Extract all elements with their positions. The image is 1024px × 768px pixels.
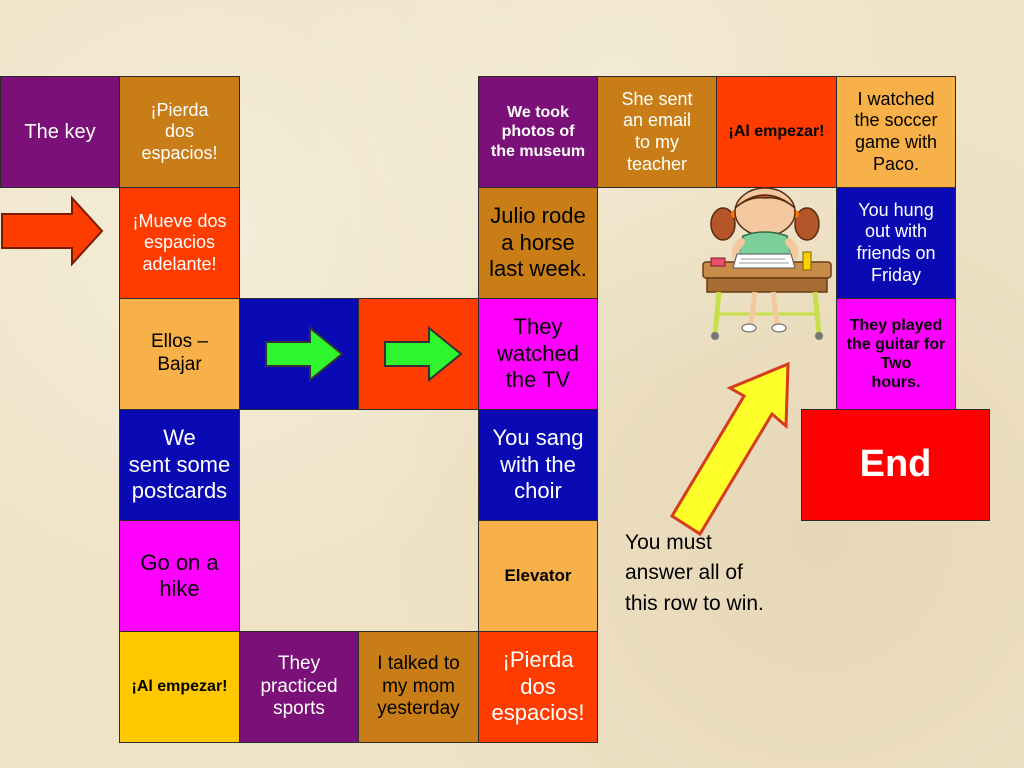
green-right-arrow-icon [265,325,344,383]
cell-end: End [801,409,990,521]
cell-pierda-dos-espacios-bottom: ¡Pierda dos espacios! [478,631,598,743]
girl-writing-at-desk-illustration [702,187,832,340]
cell-they-played-guitar: They played the guitar for Two hours. [836,298,956,410]
cell-text: I talked to my mom yesterday [377,652,460,720]
start-right-arrow-icon [1,195,104,267]
cell-text: Elevator [504,565,572,585]
cell-text: ¡Pierda dos espacios! [141,99,218,163]
cell-text: They practiced sports [260,652,338,720]
cell-they-watched-tv: They watched the TV [478,298,598,410]
cell-text: ¡Mueve dos espacios adelante! [132,210,227,274]
cell-text: We took photos of the museum [490,104,586,160]
cell-text: They played the guitar for Two hours. [846,316,946,392]
green-right-arrow-icon [384,325,463,383]
win-instruction-note: You must answer all of this row to win. [625,528,815,619]
cell-they-practiced: They practiced sports [239,631,359,743]
cell-red-arrow-square [358,298,479,410]
cell-text: She sent an email to my teacher [621,88,693,174]
note-text: You must answer all of this row to win. [625,531,764,615]
cell-elevator: Elevator [478,520,598,632]
cell-pierda-dos-espacios-top: ¡Pierda dos espacios! [119,76,240,188]
cell-al-empezar-bottom: ¡Al empezar! [119,631,240,743]
cell-text: Go on a hike [140,549,219,601]
cell-text: We sent some postcards [128,425,231,504]
cell-you-sang: You sang with the choir [478,409,598,521]
cell-text: ¡Pierda dos espacios! [491,647,585,726]
cell-text: End [859,443,932,486]
cell-blue-arrow-square [239,298,359,410]
up-right-arrow-icon [669,361,790,537]
cell-text: They watched the TV [497,314,579,393]
cell-text: ¡Al empezar! [131,678,228,696]
cell-text: Julio rode a horse last week. [489,203,587,282]
cell-text: The key [24,121,96,143]
cell-go-on-hike: Go on a hike [119,520,240,632]
cell-text: I watched the soccer game with Paco. [854,88,938,174]
cell-text: You sang with the choir [492,425,584,504]
cell-i-talked: I talked to my mom yesterday [358,631,479,743]
cell-i-watched-soccer: I watched the soccer game with Paco. [836,76,956,188]
cell-we-took-photos: We took photos of the museum [478,76,598,188]
cell-ellos-bajar: Ellos – Bajar [119,298,240,410]
cell-you-hung-out: You hung out with friends on Friday [836,187,956,299]
cell-she-sent-email: She sent an email to my teacher [597,76,717,188]
cell-text: You hung out with friends on Friday [856,199,936,285]
cell-julio-rode: Julio rode a horse last week. [478,187,598,299]
cell-text: Ellos – Bajar [150,331,209,375]
cell-text: ¡Al empezar! [728,123,825,141]
cell-al-empezar-top: ¡Al empezar! [716,76,837,188]
cell-mueve-dos-espacios: ¡Mueve dos espacios adelante! [119,187,240,299]
cell-we-sent-postcards: We sent some postcards [119,409,240,521]
cell-the-key: The key [0,76,120,188]
